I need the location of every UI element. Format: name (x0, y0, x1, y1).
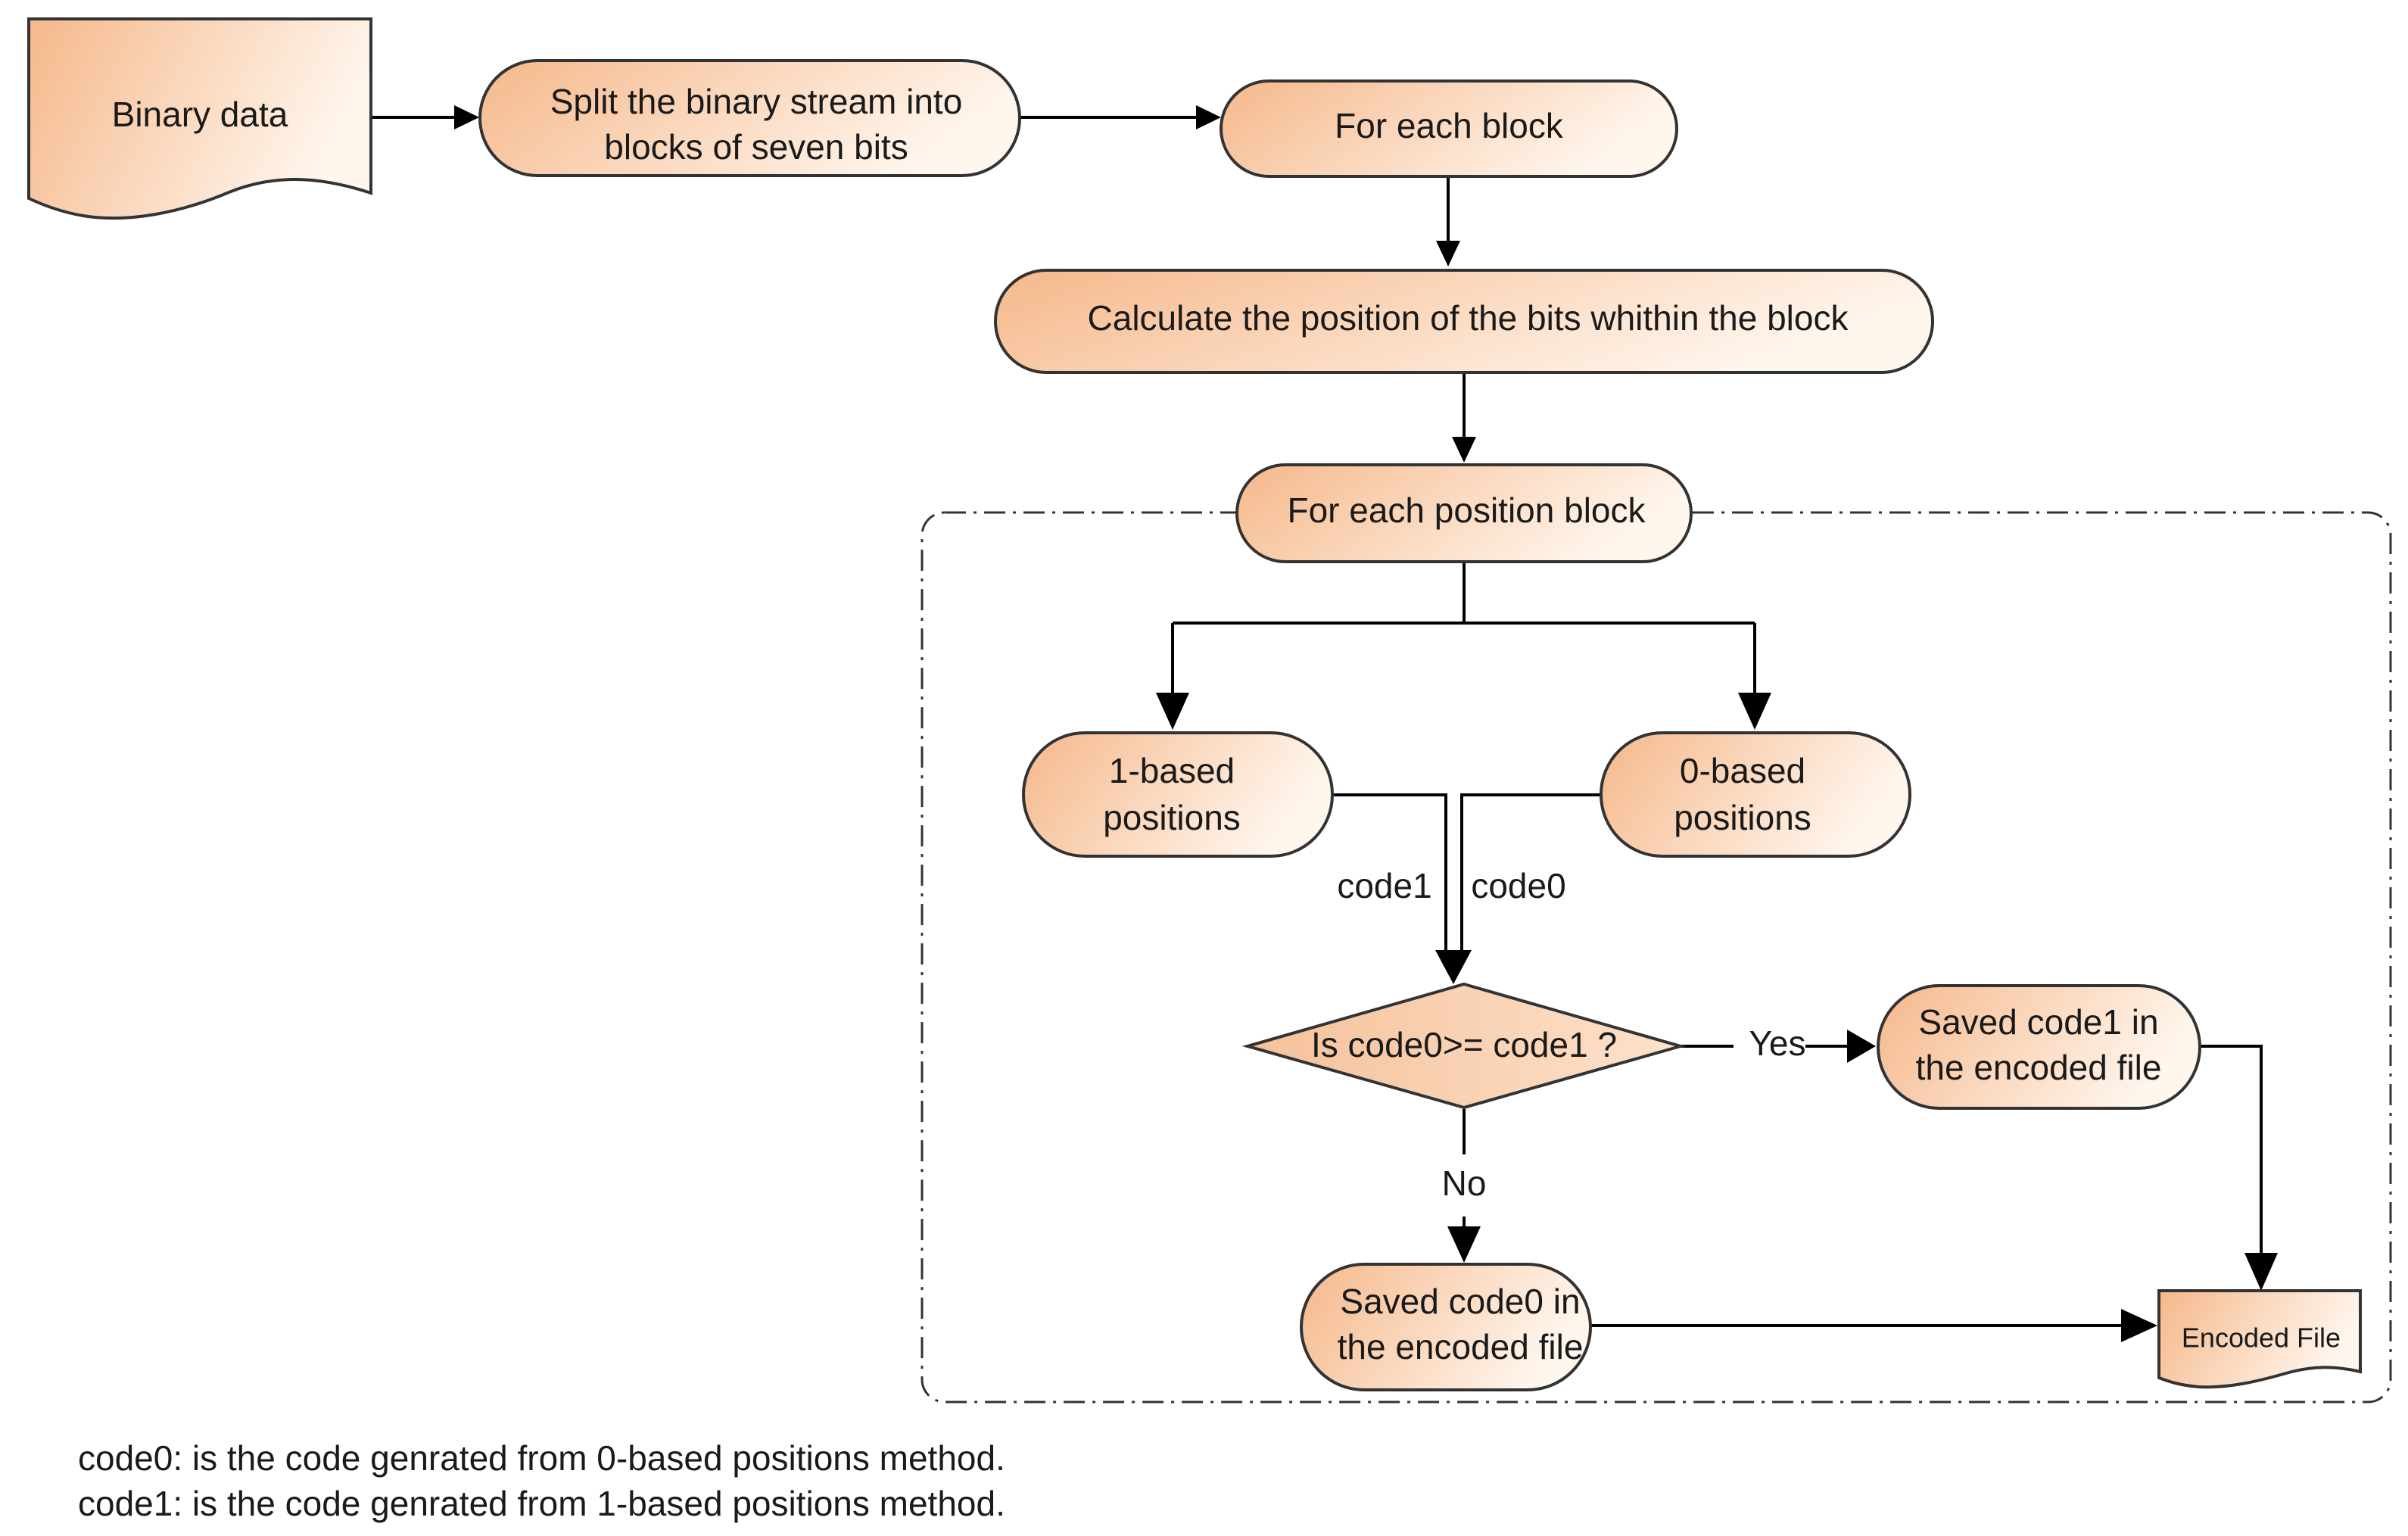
encoded-file-label: Encoded File (2182, 1323, 2341, 1354)
decision-diamond-shape (1241, 982, 1687, 1110)
rounded-process-shape (1220, 79, 1678, 178)
arrowhead (1436, 241, 1460, 266)
zero-based-label: 0-based (1680, 751, 1805, 790)
one-based-label: positions (1103, 798, 1241, 837)
node-encoded-file: Encoded File (2157, 1289, 2362, 1389)
saved-code1-label: Saved code1 in (1918, 1002, 2158, 1042)
arrowhead (1452, 437, 1476, 463)
saved-code0-label: the encoded file (1338, 1327, 1584, 1366)
node-one-based-positions: 1-based positions (1022, 731, 1334, 858)
node-for-each-position-block: For each position block (1235, 463, 1693, 563)
calculate-position-label: Calculate the position of the bits whith… (1088, 298, 1849, 338)
edge-label-code1: code1 (1337, 866, 1431, 905)
arrowhead (2121, 1309, 2157, 1342)
edge-one-based-to-decision (1332, 793, 1447, 960)
node-split-stream: Split the binary stream into blocks of s… (478, 59, 1021, 177)
arrowhead (2244, 1253, 2278, 1291)
edge-for-each-position-to-branches (1171, 562, 1756, 708)
arrowhead (1156, 693, 1189, 730)
node-binary-data: Binary data (27, 17, 372, 220)
rounded-process-shape (994, 269, 1934, 374)
node-saved-code0: Saved code0 in the encoded file (1300, 1263, 1592, 1391)
rounded-process-shape (1235, 463, 1693, 563)
node-saved-code1: Saved code1 in the encoded file (1877, 984, 2201, 1110)
for-each-position-label: For each position block (1287, 491, 1646, 530)
footnote-code0: code0: is the code genrated from 0-based… (78, 1438, 1005, 1478)
rounded-process-shape (1300, 1263, 1592, 1391)
rounded-process-shape (1600, 731, 1911, 858)
rounded-process-shape (1877, 984, 2201, 1110)
saved-code0-label: Saved code0 in (1340, 1282, 1580, 1321)
footnote-code1: code1: is the code genrated from 1-based… (78, 1484, 1005, 1523)
edge-saved-code1-to-encoded-file (2200, 1045, 2263, 1264)
zero-based-label: positions (1674, 798, 1811, 837)
binary-data-label: Binary data (112, 95, 288, 134)
arrowhead (1447, 1226, 1481, 1263)
edge-label-yes: Yes (1749, 1023, 1805, 1063)
arrowhead (454, 105, 479, 129)
edge-label-no: No (1442, 1164, 1487, 1203)
one-based-label: 1-based (1109, 751, 1235, 790)
split-stream-label: Split the binary stream into (550, 82, 963, 121)
label-background (1734, 1026, 1805, 1067)
document-shape (2157, 1289, 2362, 1389)
arrowhead (1847, 1030, 1876, 1063)
saved-code1-label: the encoded file (1916, 1048, 2162, 1087)
split-stream-label: blocks of seven bits (604, 127, 908, 167)
for-each-block-label: For each block (1335, 106, 1564, 145)
arrowhead (1435, 950, 1472, 984)
decision-label: Is code0>= code1 ? (1311, 1025, 1617, 1064)
arrowhead (1738, 693, 1771, 730)
label-background (1438, 1157, 1490, 1216)
node-decision: Is code0>= code1 ? (1241, 982, 1687, 1110)
node-zero-based-positions: 0-based positions (1600, 731, 1911, 858)
rounded-process-shape (478, 59, 1021, 177)
edge-label-code0: code0 (1471, 866, 1565, 905)
node-for-each-block: For each block (1220, 79, 1678, 178)
document-shape (27, 17, 372, 220)
node-calculate-position: Calculate the position of the bits whith… (994, 269, 1934, 374)
edge-zero-based-to-decision (1460, 793, 1601, 960)
edges (371, 105, 2278, 1342)
rounded-process-shape (1022, 731, 1334, 858)
position-block-group-boundary (921, 511, 2392, 1404)
arrowhead (1196, 105, 1221, 129)
